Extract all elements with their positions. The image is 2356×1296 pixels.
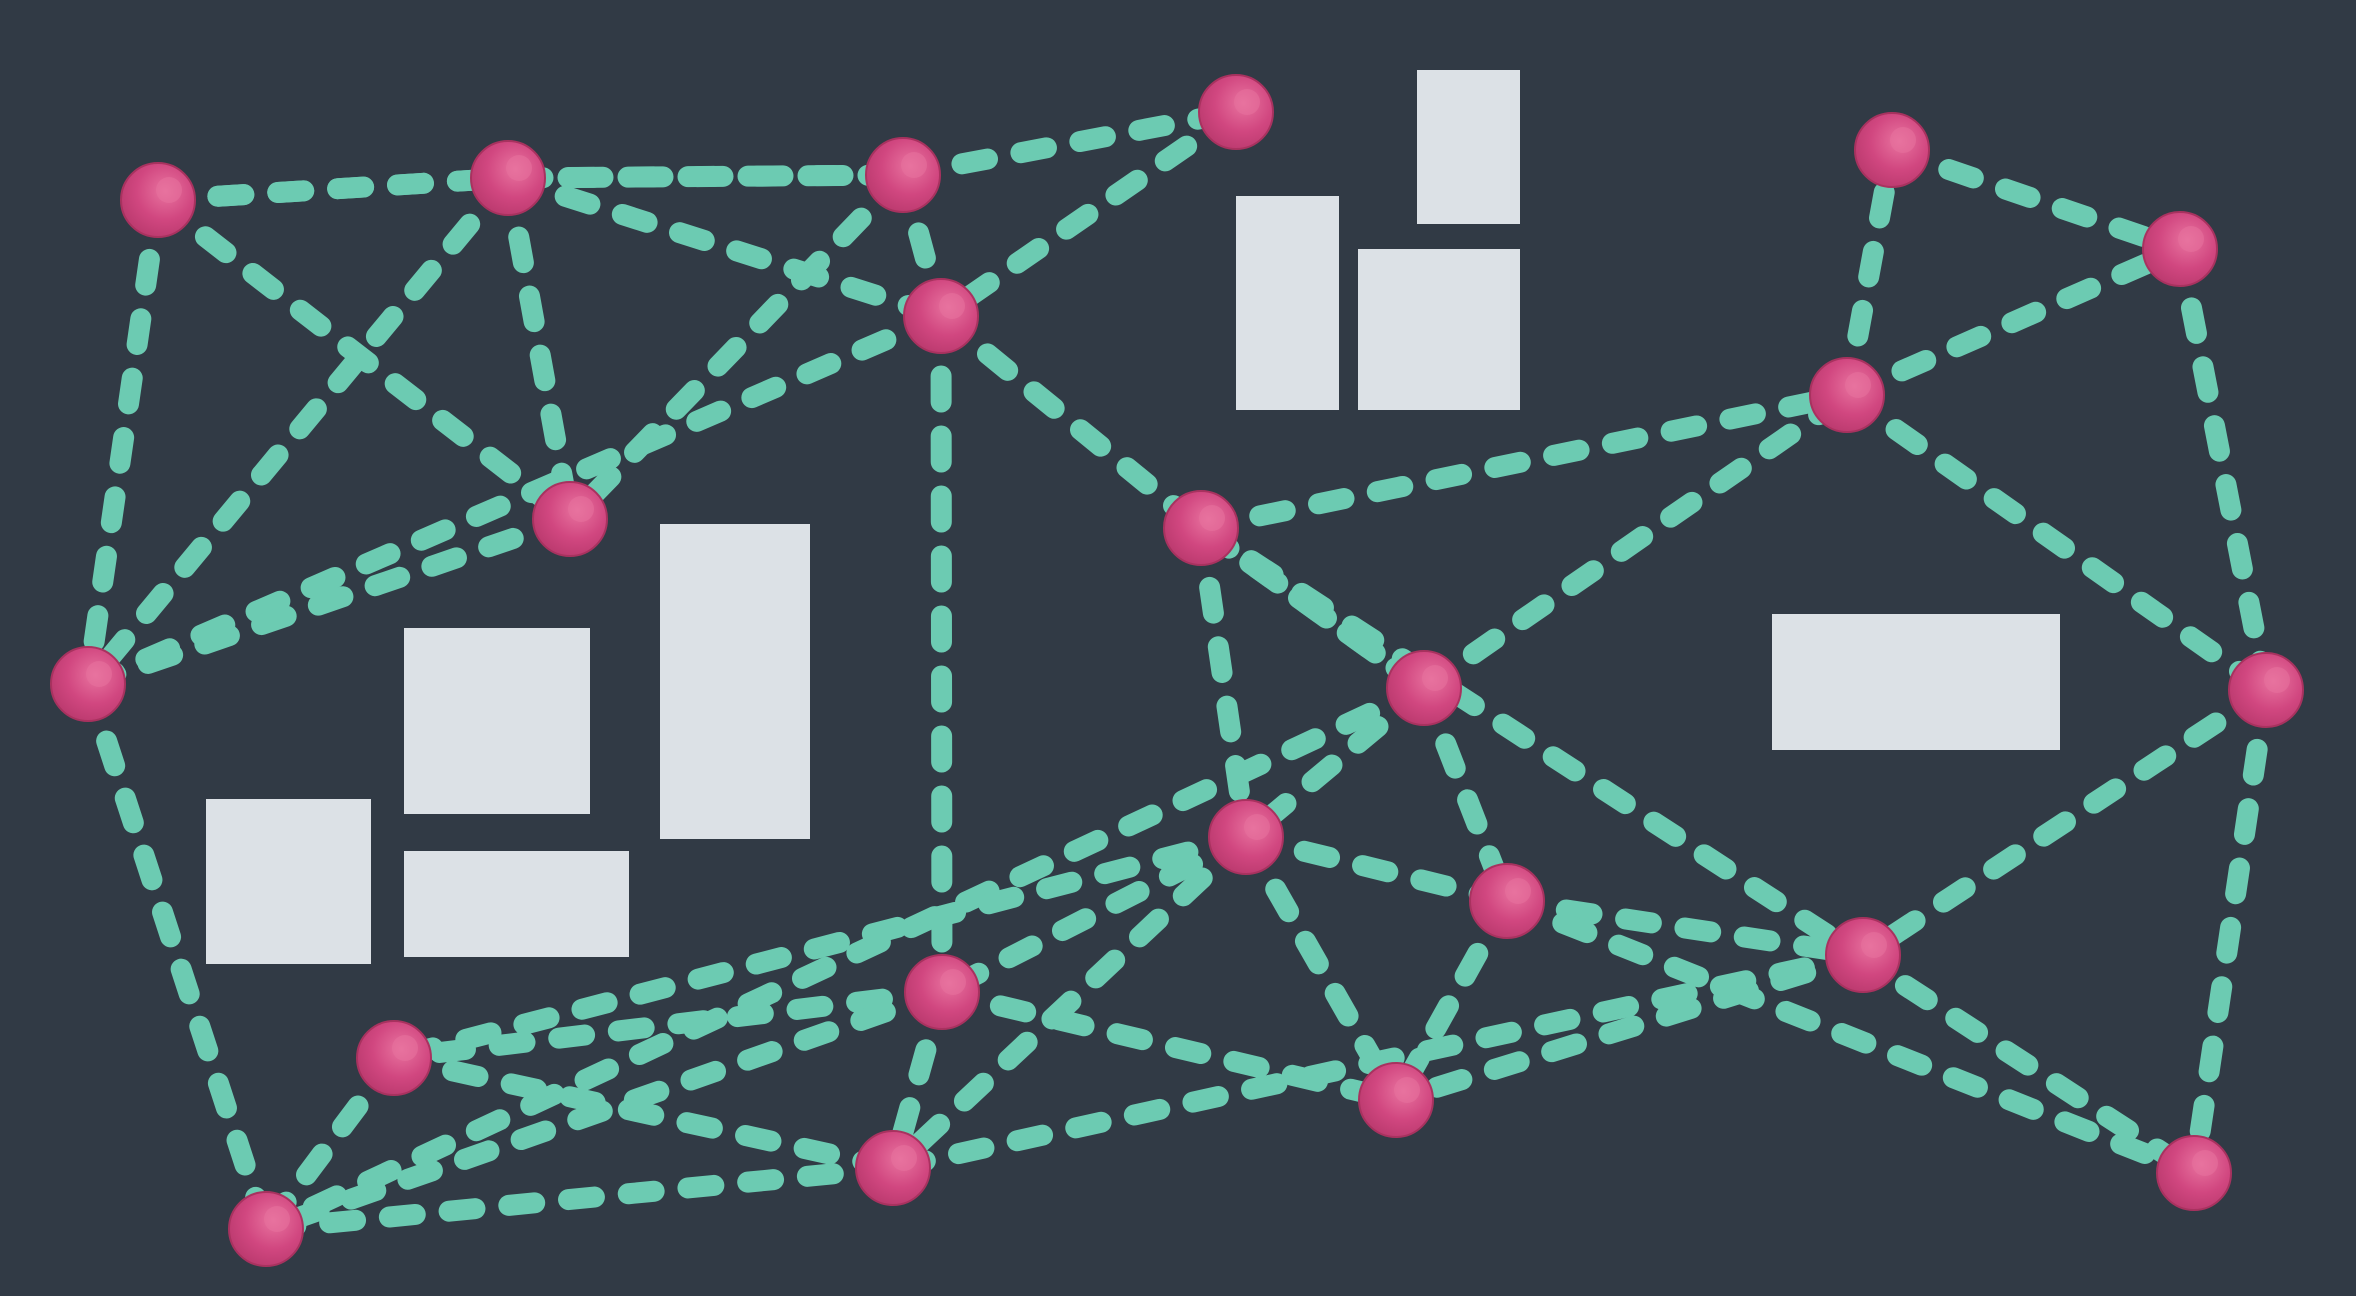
edge-k-v	[1496, 890, 2205, 1184]
edge-j-r	[383, 826, 1257, 1069]
obstacle-rect-2	[404, 628, 590, 814]
edge-q-u	[931, 981, 1407, 1111]
edge-layer	[77, 101, 2277, 1240]
edge-o-p	[1852, 679, 2277, 966]
node-r	[356, 1020, 432, 1096]
edge-i-k	[1413, 677, 1518, 912]
obstacle-rect-7	[1358, 249, 1520, 410]
edge-p-s	[882, 944, 1874, 1179]
edge-c-b	[497, 164, 914, 189]
edge-o-v	[2183, 679, 2277, 1184]
node-c	[865, 137, 941, 213]
obstacle-rect-1	[206, 799, 371, 964]
edge-c-f	[559, 164, 914, 530]
edge-a-b	[147, 167, 519, 211]
edge-i-l	[1413, 384, 1858, 699]
node-k	[1469, 863, 1545, 939]
edge-f-g	[77, 508, 581, 695]
edge-i-h	[1190, 517, 1435, 699]
node-b	[470, 140, 546, 216]
obstacle-rect-5	[1236, 196, 1339, 410]
node-m	[1854, 112, 1930, 188]
edge-a-g	[77, 189, 169, 695]
node-n	[2142, 211, 2218, 287]
node-u	[1358, 1062, 1434, 1138]
node-l	[1809, 357, 1885, 433]
edge-e-h	[930, 305, 1212, 539]
edge-b-f	[497, 167, 581, 530]
edge-s-t	[255, 1157, 904, 1240]
node-p	[1825, 917, 1901, 993]
obstacle-rect-6	[1417, 70, 1520, 224]
node-a	[120, 162, 196, 238]
edge-l-o	[1836, 384, 2277, 701]
edge-h-l	[1190, 384, 1858, 539]
node-f	[532, 481, 608, 557]
edge-c-d	[892, 101, 1247, 186]
edge-n-o	[2169, 238, 2277, 701]
node-j	[1208, 799, 1284, 875]
obstacle-rect-4	[660, 524, 810, 839]
edge-j-q	[931, 826, 1257, 1003]
edge-j-s	[882, 826, 1257, 1179]
edge-b-e	[497, 167, 952, 327]
edge-q-r	[383, 981, 953, 1069]
edge-l-n	[1836, 238, 2191, 406]
edge-d-e	[930, 101, 1247, 327]
node-t	[228, 1191, 304, 1267]
node-o	[2228, 652, 2304, 728]
node-s	[855, 1130, 931, 1206]
edge-l-m	[1836, 139, 1903, 406]
edge-k-p	[1496, 890, 1874, 966]
node-q	[904, 954, 980, 1030]
edge-g-t	[77, 673, 277, 1240]
edge-i-t	[255, 677, 1435, 1240]
node-layer	[50, 74, 2304, 1267]
obstacle-rect-3	[404, 851, 629, 957]
obstacle-layer	[206, 70, 2060, 964]
node-d	[1198, 74, 1274, 150]
node-v	[2156, 1135, 2232, 1211]
node-i	[1386, 650, 1462, 726]
node-e	[903, 278, 979, 354]
edge-b-g	[77, 167, 519, 695]
node-h	[1163, 490, 1239, 566]
edge-e-q	[930, 305, 953, 1003]
edge-j-k	[1235, 826, 1518, 912]
edge-q-t	[255, 981, 953, 1240]
edge-i-j	[1235, 677, 1435, 848]
edge-m-n	[1881, 139, 2191, 260]
obstacle-rect-8	[1772, 614, 2060, 750]
edge-r-s	[383, 1047, 904, 1179]
edge-e-g	[77, 305, 952, 695]
node-g	[50, 646, 126, 722]
